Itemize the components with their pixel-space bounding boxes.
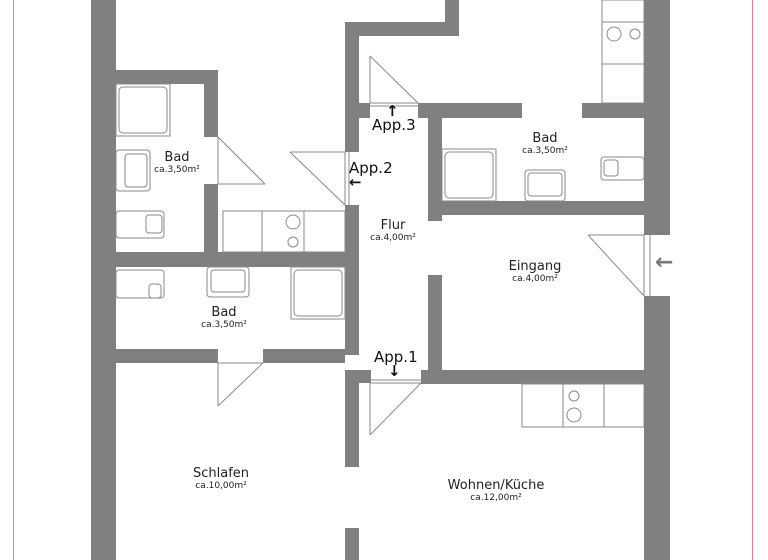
room-area: ca.4,00m² [512,274,558,284]
room-name: Eingang [508,259,562,274]
room-label-schlafen: Schlafen ca.10,00m² [193,467,249,491]
fixtures [115,0,651,436]
room-name: Bad [164,150,190,165]
room-label-wohnen-kueche: Wohnen/Küche ca.12,00m² [448,479,545,503]
app2-arrow-left-icon: ← [349,173,362,191]
walls [91,0,670,560]
room-name: Flur [380,218,406,233]
room-area: ca.3,50m² [154,165,200,175]
room-area: ca.10,00m² [195,481,247,491]
apartment-label-app3: App.3 [372,116,416,134]
room-label-bad-1: Bad ca.3,50m² [154,151,200,175]
room-area: ca.3,50m² [522,146,568,156]
entrance-arrow-icon: ← [655,250,674,275]
room-name: Schlafen [192,466,250,481]
room-area: ca.4,00m² [370,233,416,243]
frame-left-border [13,0,14,560]
room-label-bad-2: Bad ca.3,50m² [201,306,247,330]
app3-arrow-up-icon: ↑ [386,102,399,120]
apartment-label-app2: App.2 [349,159,393,177]
room-label-flur: Flur ca.4,00m² [370,219,416,243]
frame-right-border [752,0,753,560]
app1-arrow-down-icon: ↓ [388,362,401,380]
room-label-bad-3: Bad ca.3,50m² [522,132,568,156]
room-name: Wohnen/Küche [447,478,545,493]
room-label-eingang: Eingang ca.4,00m² [509,260,562,284]
room-area: ca.3,50m² [201,320,247,330]
room-area: ca.12,00m² [470,493,522,503]
apartment-label-app1: App.1 [374,348,418,366]
room-name: Bad [211,305,237,320]
room-name: Bad [532,131,558,146]
